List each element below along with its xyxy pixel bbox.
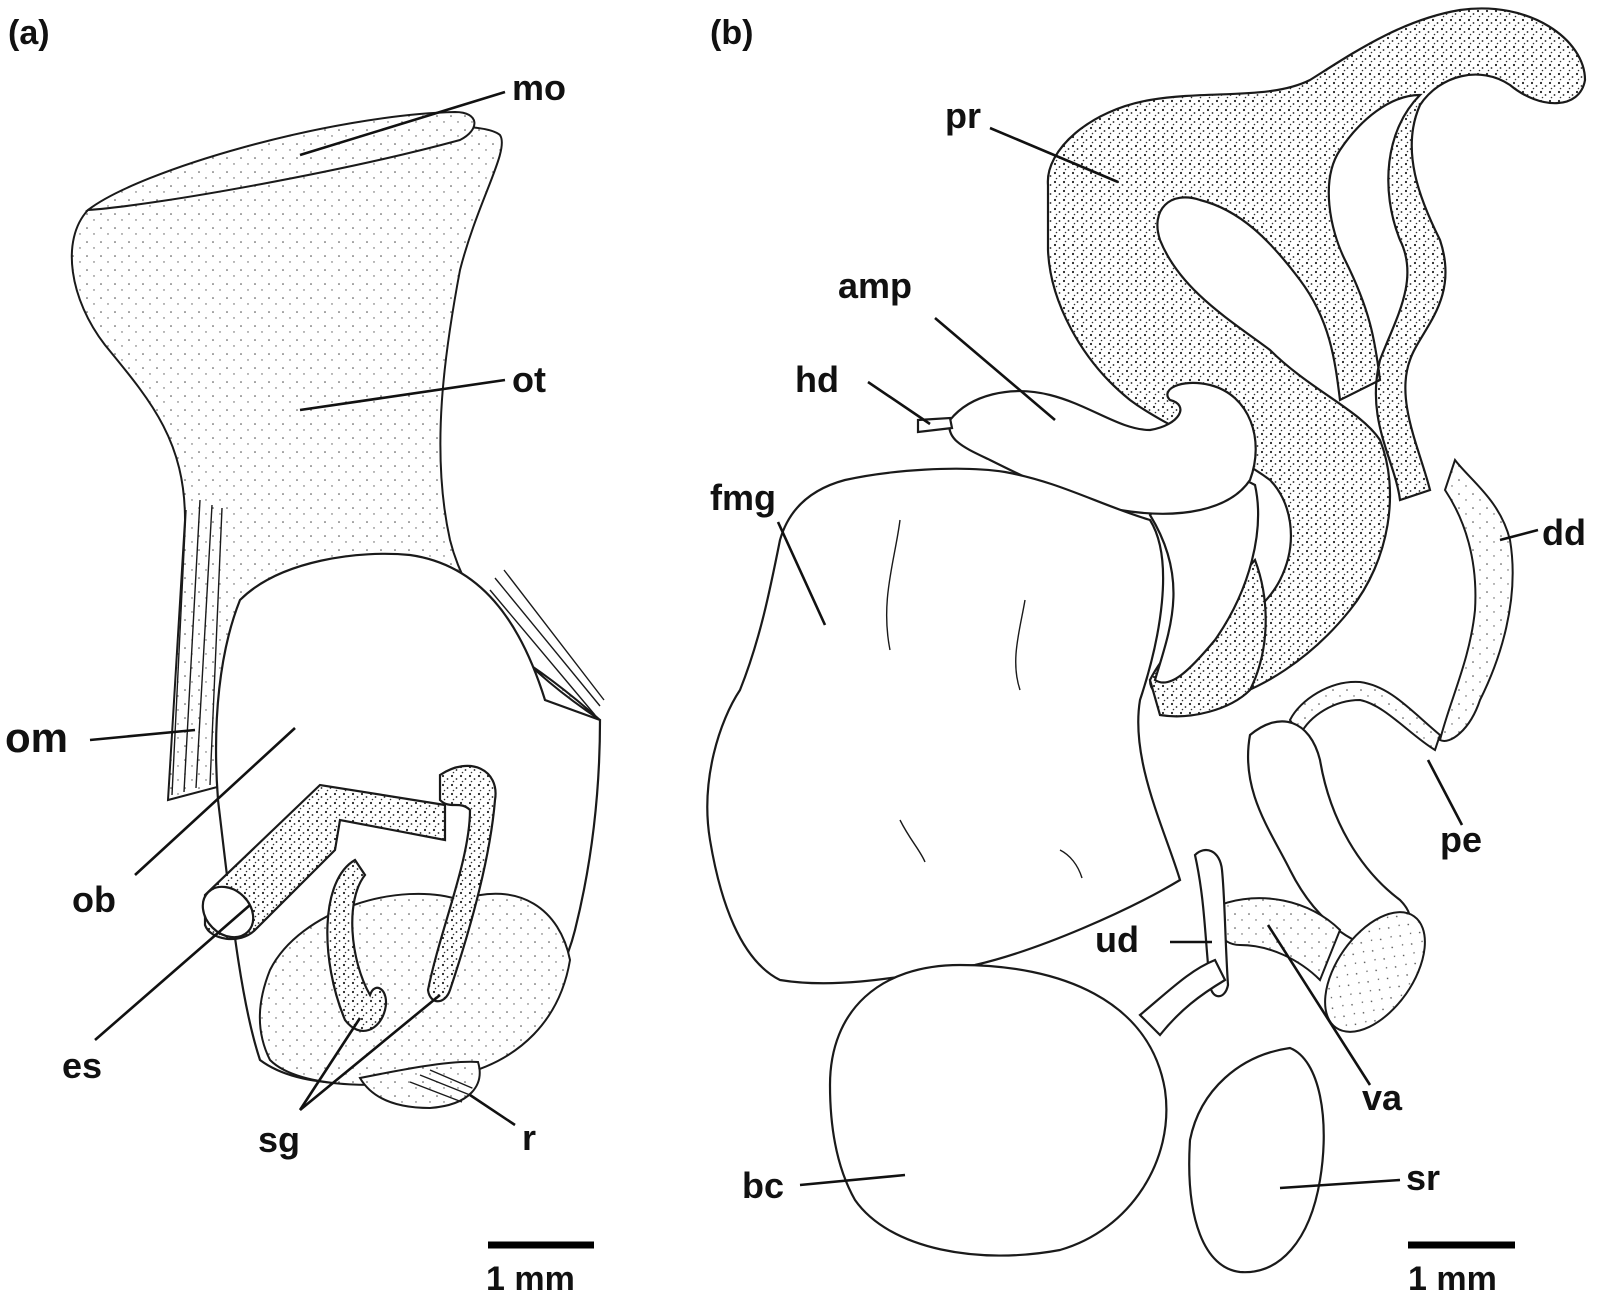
oesophagus-opening [201,885,255,939]
label-va: va [1362,1077,1403,1118]
female-mucus-gland-shape [706,467,1182,985]
distal-duct-shape [1438,457,1514,742]
label-sr: sr [1406,1157,1440,1198]
salivary-gland-right [426,764,497,1003]
label-ob: ob [72,879,116,920]
label-bc: bc [742,1165,784,1206]
panel-a-tag: (a) [8,14,50,52]
panel-a: (a) [5,14,605,1294]
genital-atrium-shape [1324,911,1426,1033]
label-dd: dd [1542,512,1586,553]
salivary-gland-left [326,858,388,1032]
radula-sac-shape [358,1060,481,1110]
panel-b-scale-label: 1 mm [1408,1260,1497,1294]
label-r: r [522,1117,536,1158]
panel-a-scale-label: 1 mm [486,1260,575,1294]
oesophagus-shape [203,783,447,941]
panel-b: (b) [706,7,1587,1294]
bursa-duct-shape [1138,958,1227,1037]
label-ud: ud [1095,919,1139,960]
mouth-opening-shape [84,110,476,212]
label-om: om [5,714,68,761]
gland-surface-marks [885,519,1083,879]
panel-a-leaders [89,90,516,1127]
seminal-receptacle-shape [1188,1046,1325,1274]
label-hd: hd [795,359,839,400]
panel-b-tag: (b) [710,14,753,52]
bursa-copulatrix-shape [828,963,1168,1257]
label-sg: sg [258,1119,300,1160]
label-mo: mo [512,67,566,108]
label-es: es [62,1045,102,1086]
label-pr: pr [945,95,981,136]
uterine-duct-shape [1193,848,1230,998]
panel-b-leaders [776,126,1539,1190]
penis-duct-shape [1288,680,1442,752]
radula-strokes [409,1069,473,1103]
label-amp: amp [838,265,912,306]
oral-muscle-strokes [171,499,605,796]
label-pe: pe [1440,819,1482,860]
label-fmg: fmg [710,477,776,518]
label-ot: ot [512,359,546,400]
